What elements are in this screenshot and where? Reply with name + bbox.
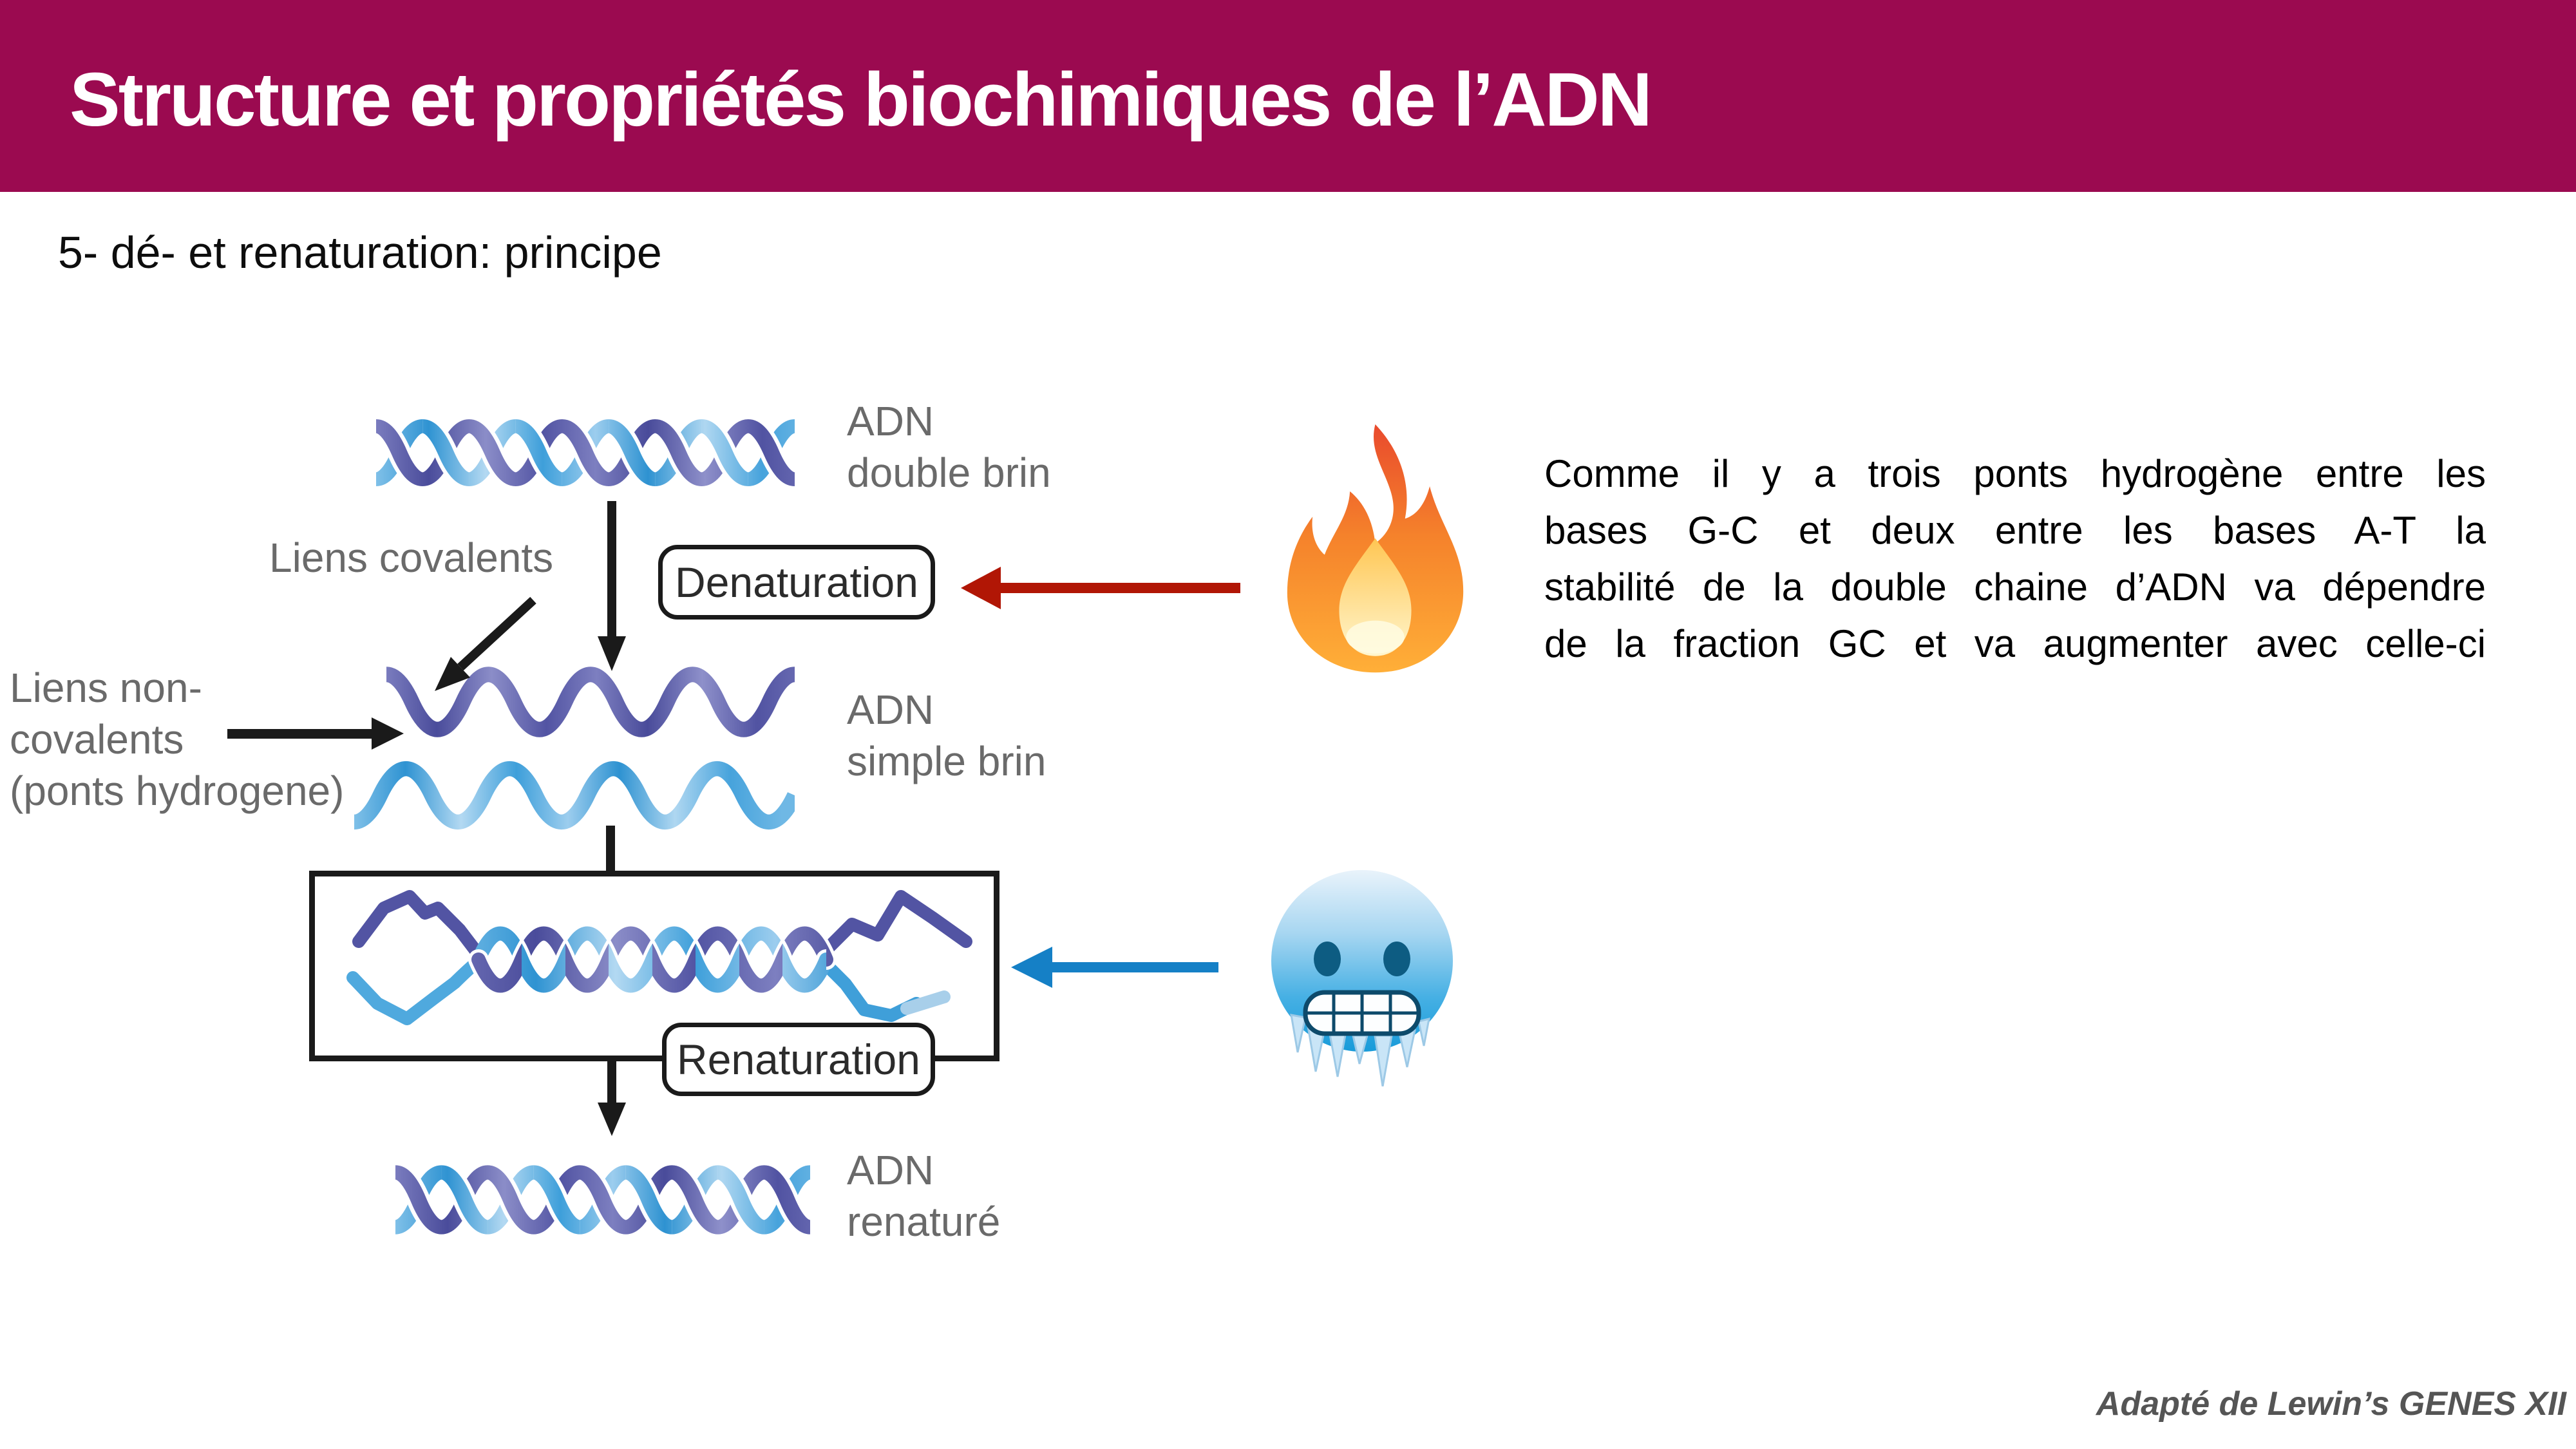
dna-simple-brin-line1: ADN bbox=[847, 687, 934, 733]
denaturation-box: Denaturation bbox=[658, 545, 935, 620]
renatured-down-arrow-icon bbox=[598, 1060, 626, 1136]
liens-non-covalents-arrow-icon bbox=[227, 717, 404, 750]
gc-stability-note: Comme il y a trois ponts hydrogène entre… bbox=[1544, 446, 2486, 672]
dna-single-strand-purple-graphic bbox=[386, 667, 795, 737]
liens-covalents-label: Liens covalents bbox=[269, 535, 554, 581]
denaturation-down-arrow-icon bbox=[598, 501, 626, 671]
liens-non-covalents-line2: covalents bbox=[10, 716, 184, 762]
liens-covalents-arrow-icon bbox=[435, 596, 536, 691]
dna-partially-renatured-graphic bbox=[346, 890, 972, 1025]
dna-simple-brin-line2: simple brin bbox=[847, 738, 1046, 784]
dna-simple-brin-label: ADN simple brin bbox=[847, 684, 1046, 787]
dna-double-brin-line2: double brin bbox=[847, 450, 1051, 496]
dna-double-helix-graphic bbox=[376, 412, 795, 493]
renaturation-connector-line bbox=[606, 826, 615, 872]
denaturation-label: Denaturation bbox=[675, 558, 918, 606]
source-credit: Adapté de Lewin’s GENES XII bbox=[2096, 1385, 2566, 1423]
dna-renature-line1: ADN bbox=[847, 1147, 934, 1193]
dna-renatured-helix-graphic bbox=[395, 1158, 810, 1242]
cold-arrow-icon bbox=[1011, 947, 1218, 988]
title-banner: Structure et propriétés biochimiques de … bbox=[0, 0, 2576, 192]
dna-double-brin-line1: ADN bbox=[847, 398, 934, 444]
renaturation-label: Renaturation bbox=[677, 1036, 920, 1083]
slide-title: Structure et propriétés biochimiques de … bbox=[70, 57, 1653, 142]
note-line: de la fraction GC et va augmenter avec c… bbox=[1544, 622, 2486, 665]
slide-subtitle: 5- dé- et renaturation: principe bbox=[58, 227, 662, 278]
liens-non-covalents-line1: Liens non- bbox=[10, 665, 202, 711]
heat-arrow-icon bbox=[961, 567, 1240, 609]
dna-double-brin-label: ADN double brin bbox=[847, 395, 1051, 498]
note-line: bases G-C et deux entre les bases A-T la bbox=[1544, 509, 2486, 552]
liens-non-covalents-label: Liens non- covalents (ponts hydrogene) bbox=[10, 662, 344, 817]
note-line: Comme il y a trois ponts hydrogène entre… bbox=[1544, 452, 2486, 495]
dna-renature-line2: renaturé bbox=[847, 1198, 1001, 1245]
liens-non-covalents-line3: (ponts hydrogene) bbox=[10, 768, 345, 814]
dna-single-strand-blue-graphic bbox=[354, 761, 795, 829]
fire-emoji-icon bbox=[1287, 424, 1464, 673]
dna-renature-label: ADN renaturé bbox=[847, 1144, 1000, 1247]
note-line: stabilité de la double chaine d’ADN va d… bbox=[1544, 565, 2486, 609]
renaturation-box: Renaturation bbox=[662, 1023, 935, 1096]
cold-face-emoji-icon bbox=[1271, 870, 1453, 1086]
